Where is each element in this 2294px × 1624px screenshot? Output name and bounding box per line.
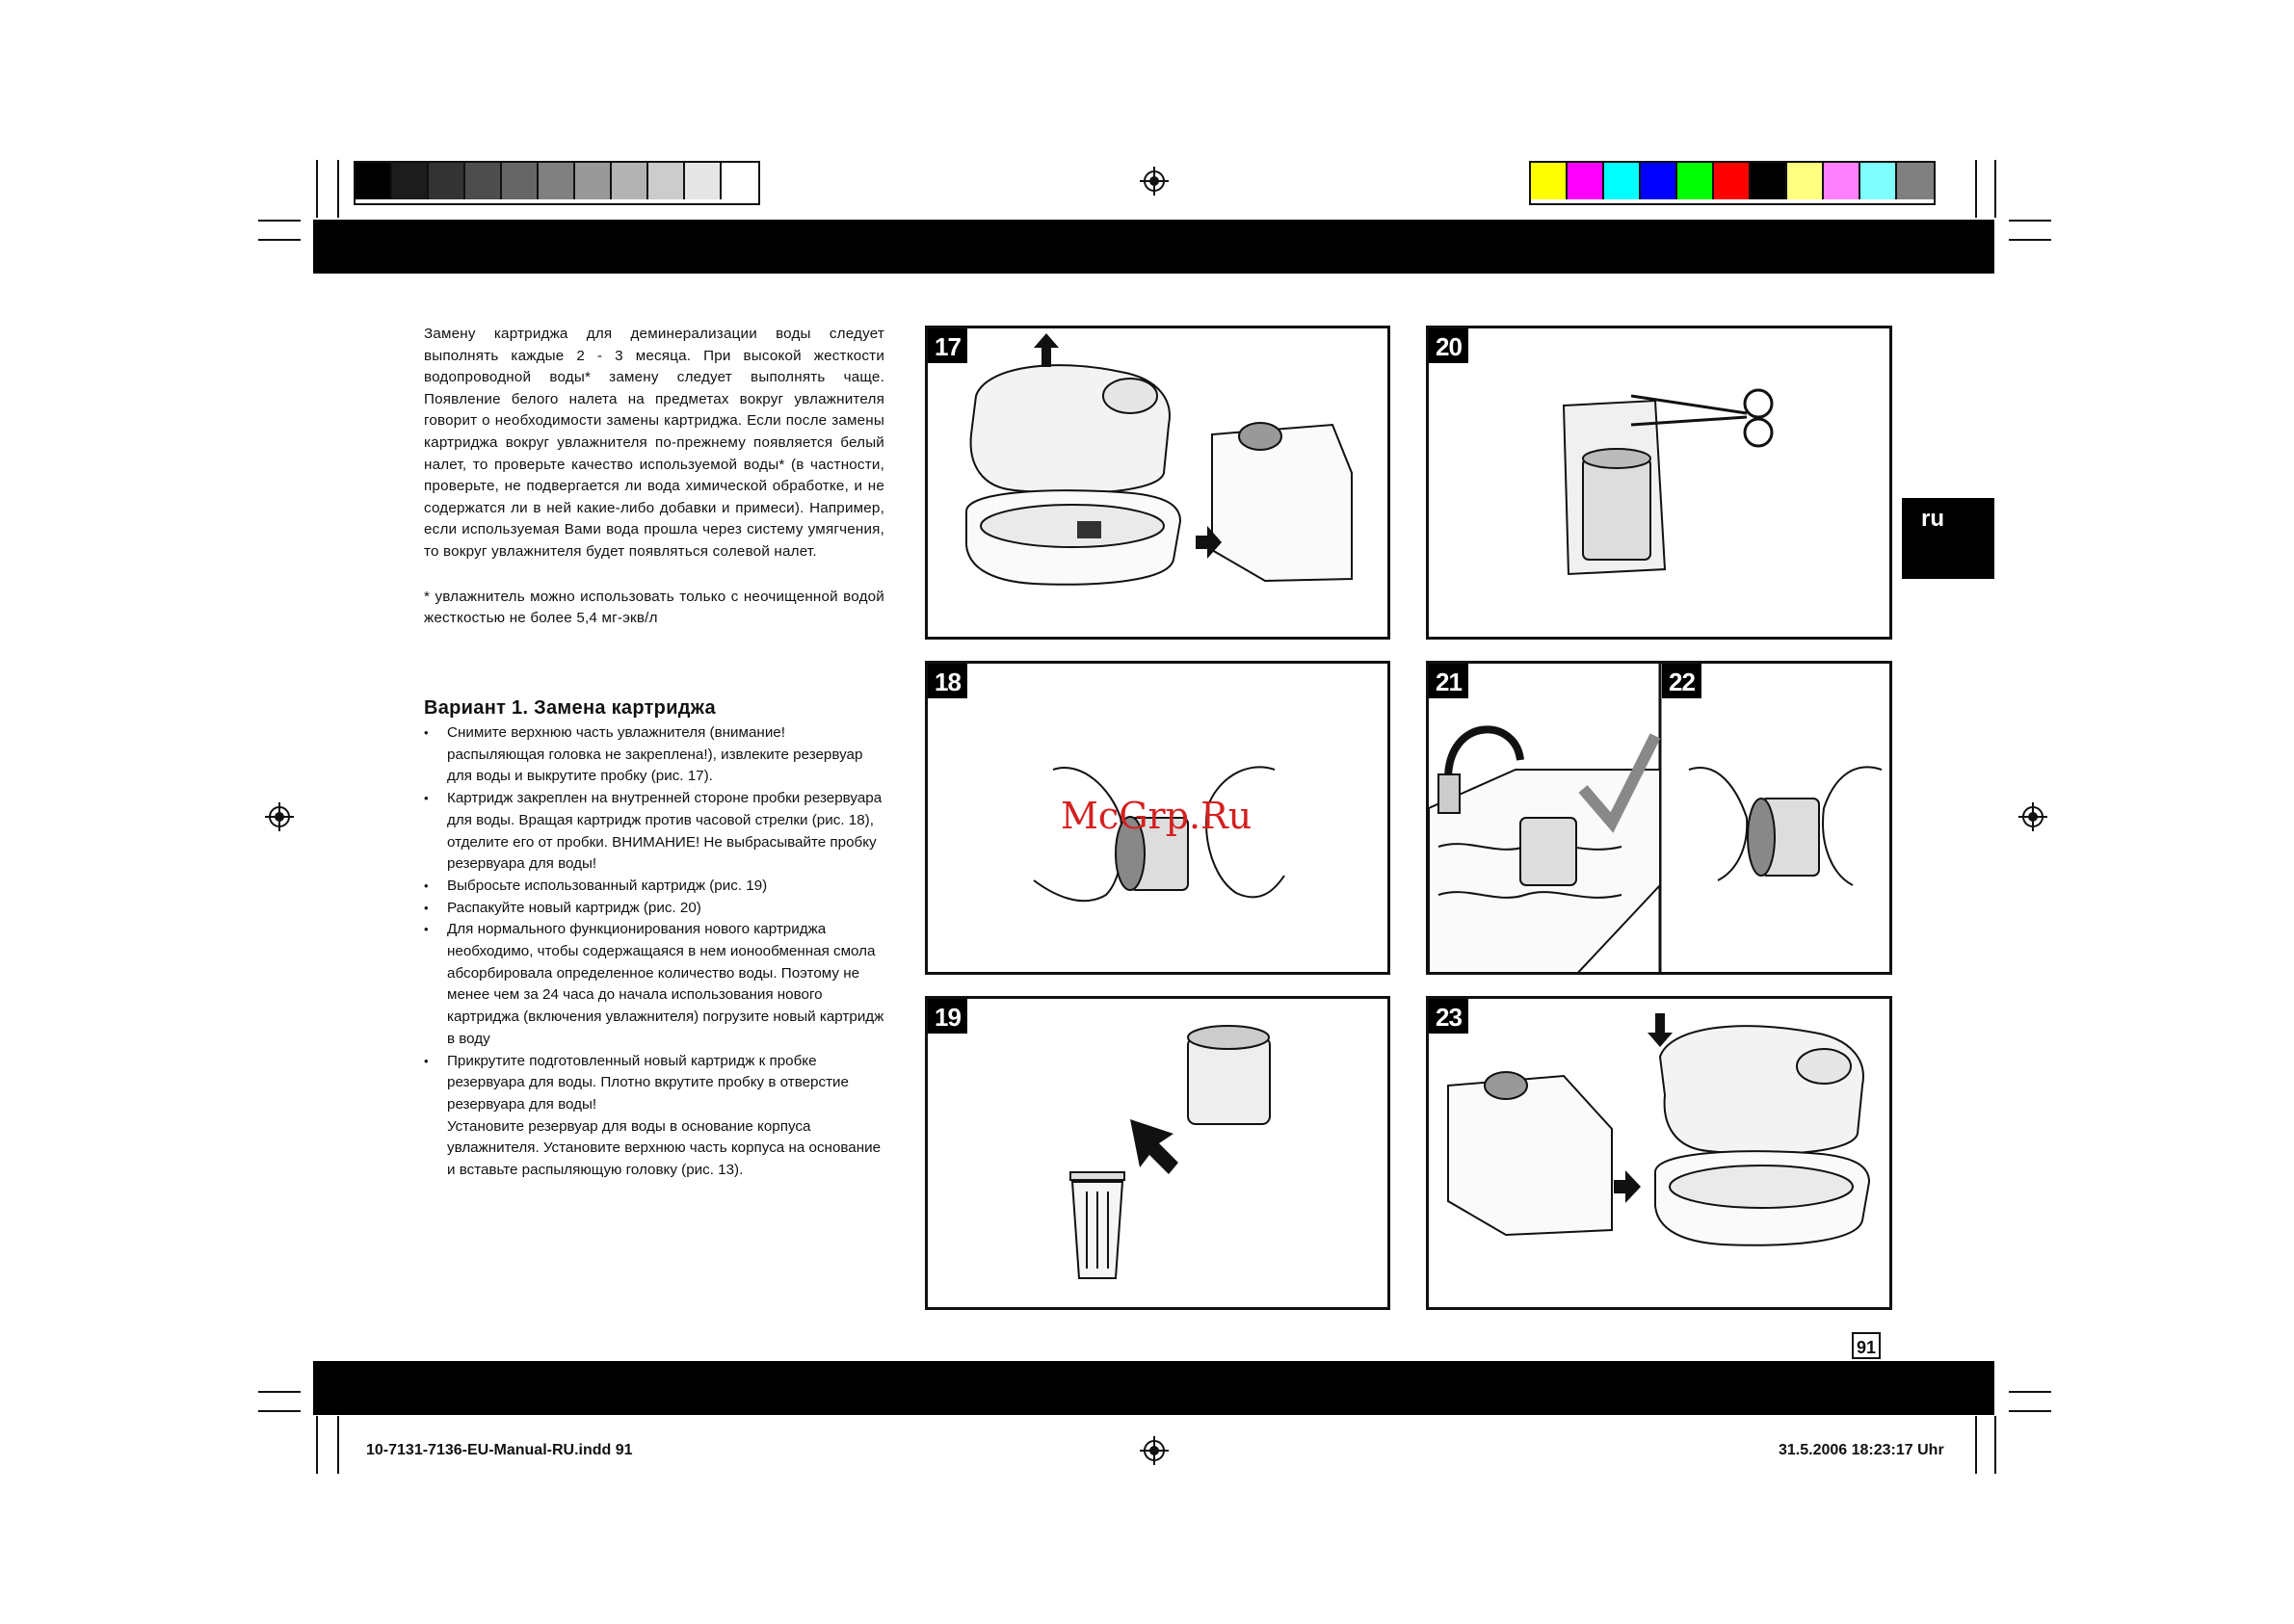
list-item: •Картридж закреплен на внутренней сторон… (424, 790, 883, 873)
figure-18: 18 McGrp.Ru (925, 661, 1390, 975)
reassemble-humidifier-illustration (1447, 1013, 1871, 1246)
registration-mark-icon (2018, 802, 2047, 831)
scissors-icon (1630, 388, 1774, 448)
list-item: •Прикрутите подготовленный новый картрид… (424, 1052, 849, 1113)
figure-number: 19 (928, 999, 967, 1034)
arrow-up-icon (1034, 333, 1059, 367)
registration-mark-icon (265, 802, 294, 831)
figure-17: 17 (925, 326, 1390, 640)
figure-19: 19 (925, 996, 1390, 1310)
figure-number: 18 (928, 664, 967, 698)
color-swatch (1677, 163, 1714, 199)
language-tab: ru (1902, 498, 1994, 579)
color-swatch (502, 163, 539, 199)
registration-mark-icon (1140, 167, 1169, 196)
registration-mark-icon (1140, 1436, 1169, 1465)
color-swatch (1531, 163, 1568, 199)
intro-text: Замену картриджа для деминерализации вод… (424, 324, 884, 653)
color-swatch (648, 163, 685, 199)
bullet-icon: • (424, 1053, 429, 1068)
color-swatch (539, 163, 575, 199)
figure-20: 20 (1426, 326, 1892, 640)
color-swatch (1568, 163, 1604, 199)
figure-21-22: 21 22 (1426, 661, 1892, 975)
color-swatch (1604, 163, 1641, 199)
variant-heading: Вариант 1. Замена картриджа (424, 697, 716, 719)
trash-can-icon (1069, 1171, 1125, 1279)
color-swatch (465, 163, 502, 199)
color-swatch (685, 163, 722, 199)
figure-number: 20 (1429, 328, 1468, 363)
header-bar (313, 220, 1994, 274)
list-item: •Выбросьте использованный картридж (рис.… (424, 876, 886, 898)
color-swatch (1897, 163, 1934, 199)
figure-number: 17 (928, 328, 967, 363)
list-continuation: Установите резервуар для воды в основани… (447, 1117, 882, 1179)
figure-number: 22 (1662, 664, 1701, 698)
list-item: •Распакуйте новый картридж (рис. 20) (424, 898, 886, 920)
footer-timestamp: 31.5.2006 18:23:17 Uhr (1779, 1442, 1944, 1458)
dispose-cartridge-illustration (1069, 1025, 1271, 1279)
color-swatch (429, 163, 465, 199)
color-swatch (1860, 163, 1897, 199)
unpacking-cartridge-illustration (1562, 388, 1774, 576)
color-swatch (575, 163, 612, 199)
bullet-icon: • (424, 922, 429, 937)
bullet-icon: • (424, 725, 429, 740)
gray-swatch-bar (354, 161, 760, 205)
color-swatch-bar (1529, 161, 1936, 205)
figure-23: 23 (1426, 996, 1892, 1310)
arrow-down-icon (1130, 1119, 1178, 1174)
list-item: •Для нормального функционирования нового… (424, 921, 884, 1047)
bullet-icon: • (424, 900, 429, 915)
color-swatch (612, 163, 648, 199)
arrow-down-icon (1648, 1013, 1673, 1047)
humidifier-disassembly-illustration (965, 333, 1353, 586)
checkmark-icon (1578, 733, 1661, 833)
bullet-icon: • (424, 877, 429, 893)
color-swatch (392, 163, 429, 199)
list-item: •Снимите верхнюю часть увлажнителя (вним… (424, 724, 863, 785)
color-swatch (1787, 163, 1824, 199)
color-swatch (1714, 163, 1751, 199)
color-swatch (722, 163, 758, 199)
color-swatch (356, 163, 392, 199)
intro-footnote: * увлажнитель можно использовать только … (424, 588, 884, 627)
color-swatch (1751, 163, 1787, 199)
footer-filename: 10-7131-7136-EU-Manual-RU.indd 91 (366, 1442, 633, 1458)
soak-and-attach-illustration (1429, 664, 1883, 972)
page-number: 91 (1852, 1332, 1881, 1359)
arrow-right-icon (1614, 1170, 1641, 1203)
arrow-right-icon (1196, 526, 1222, 559)
watermark: McGrp.Ru (1061, 795, 1252, 837)
figure-number: 23 (1429, 999, 1468, 1034)
color-swatch (1641, 163, 1677, 199)
color-swatch (1824, 163, 1860, 199)
instruction-list: •Снимите верхнюю часть увлажнителя (вним… (424, 722, 886, 1182)
intro-paragraph: Замену картриджа для деминерализации вод… (424, 326, 884, 560)
faucet-icon (1437, 725, 1524, 814)
figure-number: 21 (1429, 664, 1468, 698)
footer-bar (313, 1361, 1994, 1415)
unscrew-cartridge-illustration (1033, 766, 1285, 903)
bullet-icon: • (424, 791, 429, 806)
